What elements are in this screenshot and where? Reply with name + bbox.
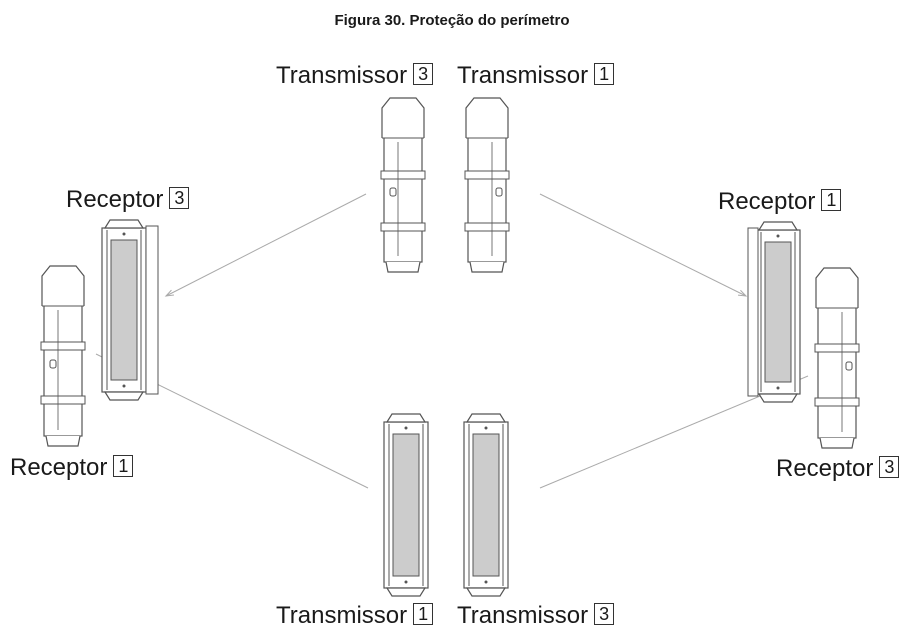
latch-icon: [49, 359, 57, 369]
beam-line: [165, 193, 367, 297]
figure-title: Figura 30. Proteção do perímetro: [334, 12, 570, 29]
devices: [40, 97, 860, 597]
beam-arrow-icon: [737, 289, 748, 297]
receptor-3-right-unit: [814, 267, 860, 449]
beam-line: [539, 193, 747, 297]
latch-icon: [845, 361, 853, 371]
transmissor-3-bottom-unit: [463, 413, 509, 597]
transmissor-3-top-unit: [380, 97, 426, 273]
transmissor-1-top-unit: [464, 97, 510, 273]
latch-icon: [389, 187, 397, 197]
beam-arrow-icon: [164, 289, 175, 297]
latch-icon: [495, 187, 503, 197]
beam-lines: [95, 193, 809, 489]
receptor-3-left-unit: [101, 219, 147, 401]
receptor-1-left-unit: [40, 265, 86, 447]
transmissor-1-bottom-unit: [383, 413, 429, 597]
receptor-1-right-unit: [755, 221, 801, 403]
